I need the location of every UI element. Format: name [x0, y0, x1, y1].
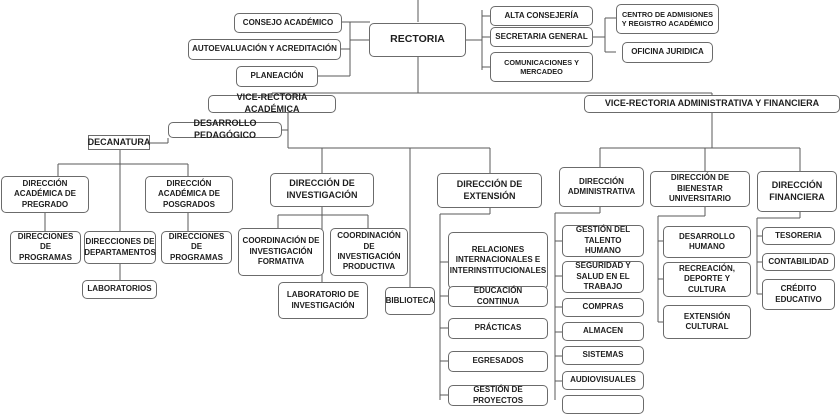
biblioteca-box: BIBLIOTECA [385, 287, 435, 315]
extension-cultural-box: EXTENSIÓN CULTURAL [663, 305, 751, 339]
practicas-box: PRÁCTICAS [448, 318, 548, 339]
recreacion-box: RECREACIÓN, DEPORTE Y CULTURA [663, 262, 751, 297]
lab-investigacion-label: LABORATORIO DE INVESTIGACIÓN [286, 290, 360, 310]
comunicaciones-box: COMUNICACIONES Y MERCADEO [490, 52, 593, 82]
recreacion-label: RECREACIÓN, DEPORTE Y CULTURA [678, 263, 735, 294]
autoevaluacion-box: AUTOEVALUACIÓN Y ACREDITACIÓN [188, 39, 341, 60]
sistemas-box: SISTEMAS [562, 346, 644, 365]
audiovisuales-box: AUDIOVISUALES [562, 371, 644, 390]
biblioteca-label: BIBLIOTECA [385, 295, 435, 305]
secretaria-general-label: SECRETARIA GENERAL [495, 31, 588, 41]
almacen-box: ALMACEN [562, 322, 644, 341]
coord-productiva-box: COORDINACIÓN DE INVESTIGACIÓN PRODUCTIVA [330, 228, 408, 276]
centro-admisiones-box: CENTRO DE ADMISIONES Y REGISTRO ACADÉMIC… [616, 4, 719, 34]
centro-admisiones-label: CENTRO DE ADMISIONES Y REGISTRO ACADÉMIC… [621, 9, 714, 28]
dir-pregrado-box: DIRECCIÓN ACADÉMICA DE PREGRADO [1, 176, 89, 213]
practicas-label: PRÁCTICAS [474, 323, 522, 333]
dir-programas-1-label: DIRECCIONES DE PROGRAMAS [17, 231, 74, 262]
desarrollo-humano-label: DESARROLLO HUMANO [679, 231, 735, 251]
admin-partial-box [562, 395, 644, 414]
desarrollo-pedagogico-box: DESARROLLO PEDAGÓGICO [168, 118, 282, 140]
sistemas-label: SISTEMAS [582, 350, 624, 360]
dir-financiera-label: DIRECCIÓN FINANCIERA [769, 179, 825, 202]
dir-investigacion-box: DIRECCIÓN DE INVESTIGACIÓN [270, 173, 374, 207]
secretaria-general-box: SECRETARIA GENERAL [490, 27, 593, 47]
vice-academica-box: VICE-RECTORIA ACADÉMICA [208, 92, 336, 114]
dir-posgrados-box: DIRECCIÓN ACADÉMICA DE POSGRADOS [145, 176, 233, 213]
tesoreria-label: TESORERIA [775, 230, 822, 240]
dir-programas-1-box: DIRECCIONES DE PROGRAMAS [10, 231, 81, 264]
dir-posgrados-label: DIRECCIÓN ACADÉMICA DE POSGRADOS [158, 178, 220, 209]
lab-investigacion-box: LABORATORIO DE INVESTIGACIÓN [278, 282, 368, 319]
vice-administrativa-label: VICE-RECTORIA ADMINISTRATIVA Y FINANCIER… [604, 98, 820, 109]
relaciones-box: RELACIONES INTERNACIONALES E INTERINSTIT… [448, 232, 548, 289]
rectoria-box: RECTORIA [369, 23, 466, 57]
dir-programas-2-box: DIRECCIONES DE PROGRAMAS [161, 231, 232, 264]
dir-financiera-box: DIRECCIÓN FINANCIERA [757, 171, 837, 212]
educacion-continua-box: EDUCACIÓN CONTINUA [448, 286, 548, 307]
vice-academica-label: VICE-RECTORIA ACADÉMICA [236, 92, 308, 114]
connector-lines [44, 0, 801, 400]
vice-administrativa-box: VICE-RECTORIA ADMINISTRATIVA Y FINANCIER… [584, 95, 840, 113]
gestion-proyectos-box: GESTIÓN DE PROYECTOS [448, 385, 548, 406]
dir-departamentos-label: DIRECCIONES DE DEPARTAMENTOS [84, 237, 156, 257]
educacion-continua-label: EDUCACIÓN CONTINUA [473, 286, 523, 306]
relaciones-label: RELACIONES INTERNACIONALES E INTERINSTIT… [449, 244, 547, 275]
extension-cultural-label: EXTENSIÓN CULTURAL [683, 311, 731, 331]
dir-extension-label: DIRECCIÓN DE EXTENSIÓN [456, 178, 523, 201]
oficina-juridica-box: OFICINA JURIDICA [622, 42, 713, 63]
dir-bienestar-label: DIRECCIÓN DE BIENESTAR UNIVERSITARIO [668, 173, 732, 204]
credito-label: CRÉDITO EDUCATIVO [775, 284, 822, 304]
autoevaluacion-label: AUTOEVALUACIÓN Y ACREDITACIÓN [192, 44, 337, 54]
comunicaciones-label: COMUNICACIONES Y MERCADEO [504, 57, 579, 76]
dir-programas-2-label: DIRECCIONES DE PROGRAMAS [168, 231, 225, 262]
rectoria-label: RECTORIA [390, 33, 445, 46]
planeacion-box: PLANEACIÓN [236, 66, 318, 87]
gestion-proyectos-label: GESTIÓN DE PROYECTOS [472, 385, 524, 405]
gestion-talento-label: GESTIÓN DEL TALENTO HUMANO [575, 225, 631, 256]
seguridad-salud-box: SEGURIDAD Y SALUD EN EL TRABAJO [562, 261, 644, 293]
gestion-talento-box: GESTIÓN DEL TALENTO HUMANO [562, 225, 644, 257]
almacen-label: ALMACEN [583, 326, 623, 336]
dir-departamentos-box: DIRECCIONES DE DEPARTAMENTOS [84, 231, 156, 264]
seguridad-salud-label: SEGURIDAD Y SALUD EN EL TRABAJO [575, 261, 631, 292]
audiovisuales-label: AUDIOVISUALES [570, 375, 636, 385]
contabilidad-box: CONTABILIDAD [762, 253, 835, 271]
planeacion-label: PLANEACIÓN [250, 71, 304, 81]
egresados-box: EGRESADOS [448, 351, 548, 372]
dir-extension-box: DIRECCIÓN DE EXTENSIÓN [437, 173, 542, 208]
consejo-academico-label: CONSEJO ACADÉMICO [242, 17, 334, 27]
alta-consejeria-box: ALTA CONSEJERÍA [490, 6, 593, 26]
coord-formativa-label: COORDINACIÓN DE INVESTIGACIÓN FORMATIVA [242, 236, 320, 267]
oficina-juridica-label: OFICINA JURIDICA [631, 47, 704, 57]
compras-box: COMPRAS [562, 298, 644, 317]
contabilidad-label: CONTABILIDAD [768, 256, 829, 266]
consejo-academico-box: CONSEJO ACADÉMICO [234, 13, 342, 33]
laboratorios-box: LABORATORIOS [82, 280, 157, 299]
decanatura-label: DECANATURA [87, 136, 151, 147]
credito-box: CRÉDITO EDUCATIVO [762, 279, 835, 310]
coord-formativa-box: COORDINACIÓN DE INVESTIGACIÓN FORMATIVA [238, 228, 324, 276]
laboratorios-label: LABORATORIOS [87, 284, 152, 294]
desarrollo-humano-box: DESARROLLO HUMANO [663, 226, 751, 258]
coord-productiva-label: COORDINACIÓN DE INVESTIGACIÓN PRODUCTIVA [337, 231, 401, 272]
decanatura-box: DECANATURA [88, 135, 150, 150]
egresados-label: EGRESADOS [472, 356, 524, 366]
dir-administrativa-box: DIRECCIÓN ADMINISTRATIVA [559, 167, 644, 207]
alta-consejeria-label: ALTA CONSEJERÍA [504, 10, 579, 20]
dir-pregrado-label: DIRECCIÓN ACADÉMICA DE PREGRADO [14, 178, 76, 209]
compras-label: COMPRAS [582, 302, 624, 312]
dir-investigacion-label: DIRECCIÓN DE INVESTIGACIÓN [286, 178, 358, 200]
dir-bienestar-box: DIRECCIÓN DE BIENESTAR UNIVERSITARIO [650, 171, 750, 207]
tesoreria-box: TESORERIA [762, 227, 835, 245]
dir-administrativa-label: DIRECCIÓN ADMINISTRATIVA [567, 176, 636, 196]
desarrollo-pedagogico-label: DESARROLLO PEDAGÓGICO [193, 118, 257, 140]
